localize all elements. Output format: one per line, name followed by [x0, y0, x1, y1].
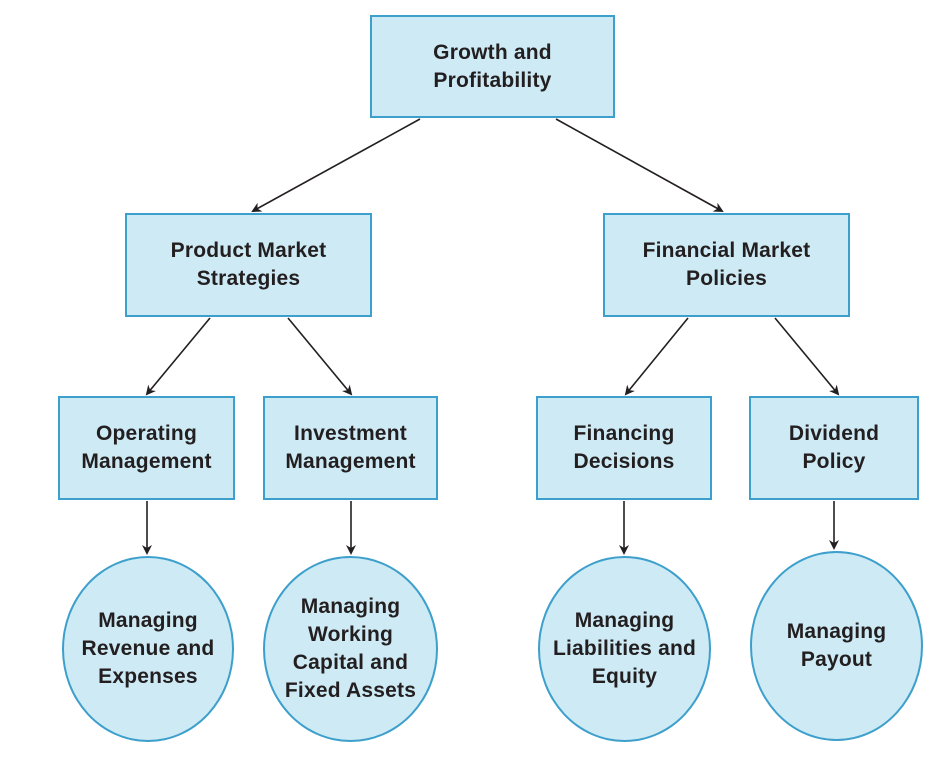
arrow-root-to-financial: [555, 118, 724, 212]
arrow-financial-to-dividend: [774, 317, 840, 396]
managing-payout-label: Managing Payout: [786, 620, 887, 671]
financing-decisions-box: Financing Decisions: [536, 396, 712, 500]
managing-revenue-expenses-circle: Managing Revenue and Expenses: [62, 556, 234, 742]
product-market-strategies-box: Product Market Strategies: [125, 213, 372, 317]
financial-market-policies-box: Financial Market Policies: [603, 213, 850, 317]
managing-liabilities-equity-label: Managing Liabilities and Equity: [552, 609, 697, 688]
growth-profitability-box: Growth and Profitability: [370, 15, 615, 118]
dividend-policy-label: Dividend Policy: [788, 422, 880, 473]
dividend-policy-box: Dividend Policy: [749, 396, 919, 500]
product-market-strategies-label: Product Market Strategies: [170, 239, 327, 290]
arrow-financial-to-financing: [624, 317, 689, 396]
financial-market-policies-label: Financial Market Policies: [642, 239, 811, 290]
arrow-root-to-product: [251, 118, 421, 212]
investment-management-label: Investment Management: [285, 422, 416, 473]
arrow-product-to-investment: [287, 317, 353, 396]
managing-working-capital-circle: Managing Working Capital and Fixed Asset…: [263, 556, 438, 742]
managing-working-capital-label: Managing Working Capital and Fixed Asset…: [284, 595, 417, 702]
growth-profitability-label: Growth and Profitability: [433, 40, 552, 92]
operating-management-label: Operating Management: [81, 422, 212, 473]
arrow-product-to-operating: [145, 317, 211, 396]
managing-revenue-expenses-label: Managing Revenue and Expenses: [81, 609, 215, 688]
operating-management-box: Operating Management: [58, 396, 235, 500]
managing-liabilities-equity-circle: Managing Liabilities and Equity: [538, 556, 711, 742]
managing-payout-circle: Managing Payout: [750, 551, 923, 741]
financing-decisions-label: Financing Decisions: [573, 422, 675, 473]
investment-management-box: Investment Management: [263, 396, 438, 500]
